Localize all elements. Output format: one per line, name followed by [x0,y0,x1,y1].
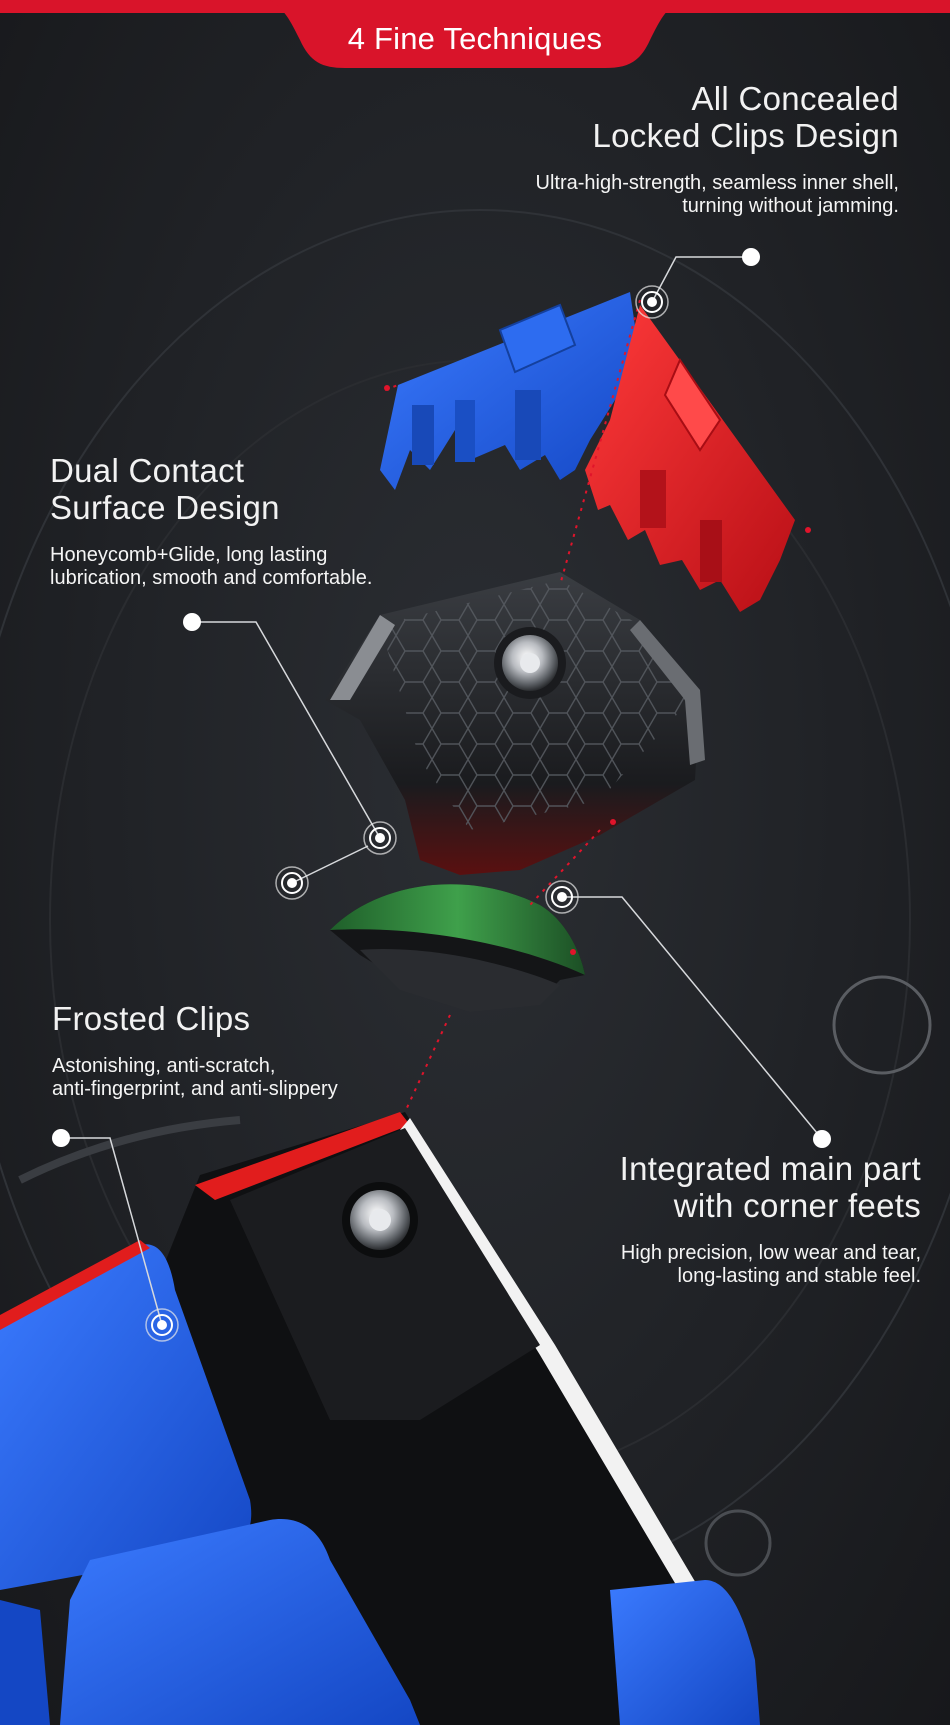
feature-title-line: Surface Design [50,489,280,526]
title-tab-shape [270,0,680,68]
feature-dual-contact: Dual Contact Surface Design Honeycomb+Gl… [50,452,470,590]
feature-title-line: with corner feets [673,1187,921,1224]
callout-target-rings [145,285,669,1342]
feature-description: Ultra-high-strength, seamless inner shel… [379,172,900,218]
assembled-cube [0,1112,760,1725]
feature-title: All Concealed Locked Clips Design [379,80,899,154]
feature-frosted-clips: Frosted Clips Astonishing, anti-scratch,… [52,1000,472,1101]
callout-leaders [62,256,823,1326]
feature-title: Frosted Clips [52,1000,472,1037]
feature-integrated-main-part: Integrated main part with corner feets H… [401,1150,921,1288]
section-title: 4 Fine Techniques [347,21,603,56]
feature-title: Dual Contact Surface Design [50,452,470,526]
feature-description-line: Honeycomb+Glide, long lasting [50,544,328,566]
feature-description: Astonishing, anti-scratch, anti-fingerpr… [52,1055,472,1101]
feature-title-line: Locked Clips Design [592,117,899,154]
feature-description: High precision, low wear and tear, long-… [401,1242,921,1288]
feature-title: Integrated main part with corner feets [401,1150,921,1224]
feature-description-line: turning without jamming. [682,195,899,217]
feature-title-line: Dual Contact [50,452,245,489]
callout-label-dots [52,248,831,1148]
section-title-tab: 4 Fine Techniques [285,0,665,70]
feature-title-line: Frosted Clips [52,1000,251,1037]
frosted-clip-piece [330,884,585,1012]
guide-dots [384,385,811,955]
feature-title-line: All Concealed [691,80,899,117]
corner-piece-top [380,292,795,612]
honeycomb-core-piece [325,572,705,875]
feature-concealed-clips: All Concealed Locked Clips Design Ultra-… [379,80,900,218]
feature-description: Honeycomb+Glide, long lasting lubricatio… [50,544,470,590]
feature-description-line: Astonishing, anti-scratch, [52,1055,276,1077]
feature-title-line: Integrated main part [619,1150,921,1187]
feature-description-line: lubrication, smooth and comfortable. [50,567,373,589]
feature-description-line: anti-fingerprint, and anti-slippery [52,1078,338,1100]
feature-description-line: long-lasting and stable feel. [677,1265,922,1287]
feature-description-line: Ultra-high-strength, seamless inner shel… [535,172,900,194]
feature-description-line: High precision, low wear and tear, [620,1242,921,1264]
